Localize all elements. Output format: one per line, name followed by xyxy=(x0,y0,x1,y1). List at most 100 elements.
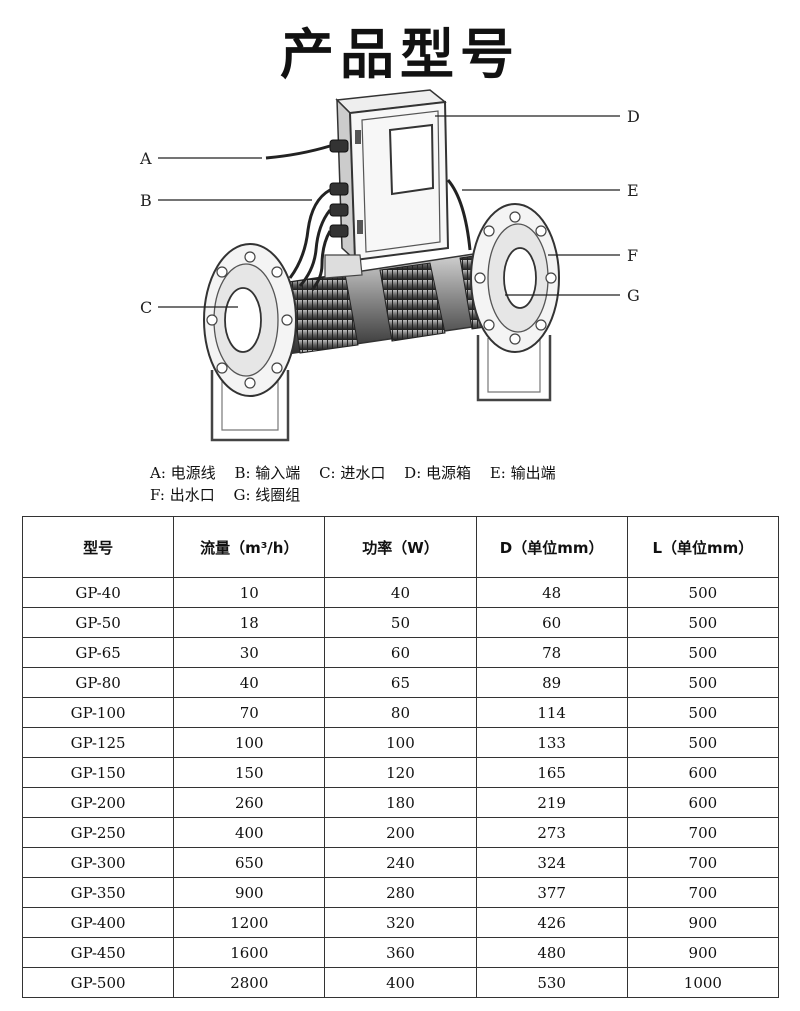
cell-model: GP-300 xyxy=(21,847,175,878)
control-box-window xyxy=(388,123,435,196)
cell-l: 900 xyxy=(626,937,780,968)
legend-item-output: E: 输出端 xyxy=(489,464,556,482)
cell-flow: 30 xyxy=(173,637,326,668)
right-support-leg xyxy=(476,335,552,402)
cell-power: 65 xyxy=(324,667,477,698)
legend-item-inlet: C: 进水口 xyxy=(319,464,386,482)
cell-power: 200 xyxy=(324,817,477,848)
label-e: E xyxy=(627,181,639,200)
cell-flow: 18 xyxy=(173,607,326,638)
table-header-row: 型号 流量（m³/h） 功率（W） D（单位mm） L（单位mm） xyxy=(21,516,780,578)
label-b: B xyxy=(140,191,152,210)
cell-power: 80 xyxy=(324,697,477,728)
cell-l: 500 xyxy=(626,697,780,728)
cell-flow: 1200 xyxy=(173,907,326,938)
cell-l: 500 xyxy=(626,607,780,638)
cell-model: GP-350 xyxy=(21,877,175,908)
label-a: A xyxy=(139,149,152,168)
cell-l: 500 xyxy=(626,727,780,758)
left-support-inner xyxy=(221,375,279,431)
cell-power: 240 xyxy=(324,847,477,878)
cell-power: 320 xyxy=(324,907,477,938)
cell-l: 600 xyxy=(626,787,780,818)
cell-model: GP-450 xyxy=(21,937,175,968)
cell-power: 180 xyxy=(324,787,477,818)
cell-flow: 10 xyxy=(173,577,326,608)
cell-flow: 150 xyxy=(173,757,326,788)
cell-flow: 2800 xyxy=(173,967,326,998)
cell-flow: 900 xyxy=(173,877,326,908)
cell-l: 500 xyxy=(626,637,780,668)
label-g: G xyxy=(627,286,640,305)
cell-power: 280 xyxy=(324,877,477,908)
cell-model: GP-500 xyxy=(21,967,175,998)
cell-d: 426 xyxy=(475,907,628,938)
cell-model: GP-65 xyxy=(21,637,175,668)
inlet-opening xyxy=(224,287,262,353)
cell-model: GP-150 xyxy=(21,757,175,788)
cell-d: 89 xyxy=(475,667,628,698)
product-diagram: A B C D E F G xyxy=(139,89,640,442)
cell-d: 530 xyxy=(475,967,628,998)
cell-l: 700 xyxy=(626,877,780,908)
legend-row-2: F: 出水口 G: 线圈组 xyxy=(150,484,570,506)
cell-power: 100 xyxy=(324,727,477,758)
cell-model: GP-80 xyxy=(21,667,175,698)
left-flange-bolts xyxy=(206,251,293,389)
leader-lines xyxy=(158,115,620,308)
cell-power: 60 xyxy=(324,637,477,668)
cell-l: 600 xyxy=(626,757,780,788)
cell-flow: 40 xyxy=(173,667,326,698)
cell-d: 165 xyxy=(475,757,628,788)
cell-d: 324 xyxy=(475,847,628,878)
right-flange-bolts xyxy=(474,211,557,345)
outlet-opening xyxy=(503,247,537,309)
cell-model: GP-250 xyxy=(21,817,175,848)
legend-item-coil-set: G: 线圈组 xyxy=(233,486,301,504)
legend-item-power-box: D: 电源箱 xyxy=(404,464,472,482)
cell-model: GP-100 xyxy=(21,697,175,728)
control-box-hinge-bottom xyxy=(357,220,363,234)
cell-flow: 650 xyxy=(173,847,326,878)
cell-power: 40 xyxy=(324,577,477,608)
cell-d: 480 xyxy=(475,937,628,968)
page-title: 产品型号 xyxy=(280,23,520,86)
cell-flow: 1600 xyxy=(173,937,326,968)
label-d: D xyxy=(627,107,640,126)
cell-d: 133 xyxy=(475,727,628,758)
cell-model: GP-400 xyxy=(21,907,175,938)
header-model: 型号 xyxy=(21,516,175,578)
coil-section-middle xyxy=(379,262,446,342)
right-support-inner xyxy=(487,338,541,393)
legend-item-outlet: F: 出水口 xyxy=(150,486,215,504)
legend-item-input: B: 输入端 xyxy=(234,464,301,482)
header-l: L（单位mm） xyxy=(626,516,780,578)
cable-connectors xyxy=(329,139,349,238)
cell-l: 500 xyxy=(626,577,780,608)
cell-d: 273 xyxy=(475,817,628,848)
cell-flow: 260 xyxy=(173,787,326,818)
cell-d: 78 xyxy=(475,637,628,668)
cell-model: GP-40 xyxy=(21,577,175,608)
cell-l: 500 xyxy=(626,667,780,698)
cell-l: 700 xyxy=(626,847,780,878)
legend-item-power-cable: A: 电源线 xyxy=(150,464,216,482)
cell-d: 114 xyxy=(475,697,628,728)
label-c: C xyxy=(140,298,152,317)
control-box-bracket xyxy=(324,254,363,279)
header-power: 功率（W） xyxy=(324,516,477,578)
cell-power: 400 xyxy=(324,967,477,998)
